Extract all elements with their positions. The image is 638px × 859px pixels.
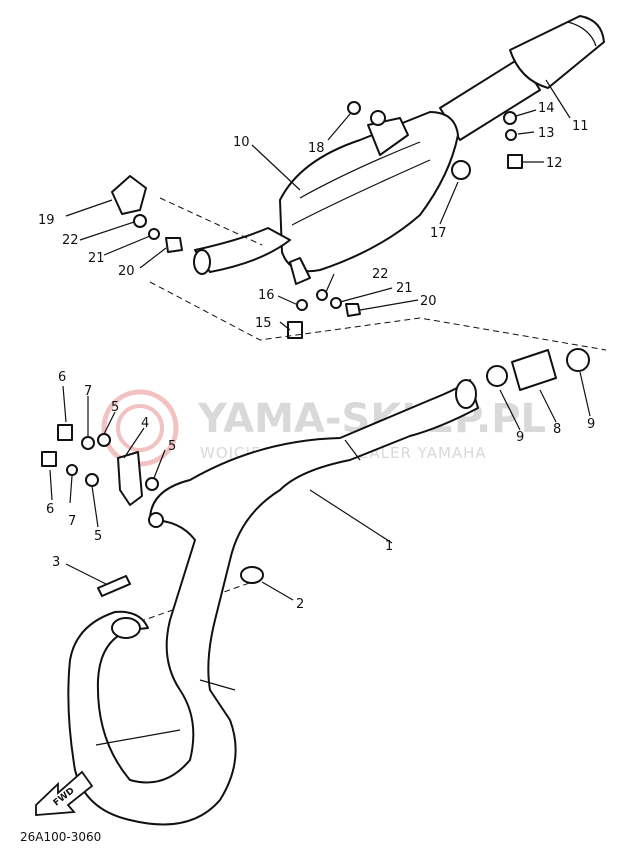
washer-21b-icon	[330, 297, 342, 309]
nut-18-icon	[347, 101, 361, 115]
callout-20a: 20	[118, 264, 135, 279]
damper-5b-icon	[85, 473, 99, 487]
bolt-6-icon	[57, 424, 73, 441]
callout-22a: 22	[62, 233, 79, 248]
callout-5c: 5	[94, 529, 102, 544]
callout-1: 1	[385, 539, 393, 554]
callout-19: 19	[38, 213, 55, 228]
callout-3: 3	[52, 555, 60, 570]
callout-4: 4	[141, 416, 149, 431]
washer-14-icon	[503, 111, 517, 125]
callout-20b: 20	[420, 294, 437, 309]
grommet-17-icon	[451, 160, 471, 180]
callout-13: 13	[538, 126, 555, 141]
gasket-2-icon	[240, 566, 264, 584]
leader-lines	[49, 79, 591, 601]
silencer-assembly	[193, 15, 605, 285]
bolt-15-icon	[287, 321, 303, 339]
callout-10: 10	[233, 135, 250, 150]
washer-13-icon	[505, 129, 517, 141]
callout-21b: 21	[396, 281, 413, 296]
pipe-hardware	[41, 348, 590, 597]
callout-15: 15	[255, 316, 272, 331]
callout-12: 12	[546, 156, 563, 171]
washer-22-icon	[133, 214, 147, 228]
callout-17: 17	[430, 226, 447, 241]
callout-14: 14	[538, 101, 555, 116]
diagram-code: 26A100-3060	[20, 830, 101, 844]
callout-7b: 7	[68, 514, 76, 529]
callout-5b: 5	[168, 439, 176, 454]
forward-direction-arrow: FWD	[35, 770, 94, 816]
callout-7a: 7	[84, 384, 92, 399]
washer-7-icon	[81, 436, 95, 450]
callout-9b: 9	[587, 417, 595, 432]
joint-8-icon	[511, 349, 557, 391]
bolt-6b-icon	[41, 451, 57, 467]
damper-5c-icon	[145, 477, 159, 491]
washer-22b-icon	[316, 289, 328, 301]
callout-labels: 1 2 3 4 5 5 5 6 6 7 7 8 9 9 10 11 12 13 …	[38, 101, 595, 612]
clamp-9b-icon	[566, 348, 590, 372]
callout-11: 11	[572, 119, 589, 134]
clamp-9a-icon	[486, 365, 508, 387]
callout-2: 2	[296, 597, 304, 612]
callout-9a: 9	[516, 430, 524, 445]
bolt-20b-icon	[345, 303, 361, 317]
exhaust-pipe-assembly	[67, 379, 479, 826]
washer-7b-icon	[66, 464, 78, 476]
callout-18: 18	[308, 141, 325, 156]
washer-16-icon	[296, 299, 308, 311]
spring-3-icon	[97, 575, 131, 597]
bolt-12-icon	[507, 154, 523, 169]
callout-22b: 22	[372, 267, 389, 282]
callout-5a: 5	[111, 400, 119, 415]
callout-6a: 6	[58, 370, 66, 385]
bracket-19-icon	[111, 175, 147, 215]
fwd-arrow-icon	[35, 770, 94, 816]
callout-8: 8	[553, 422, 561, 437]
damper-5-icon	[97, 433, 111, 447]
silencer-hardware	[111, 101, 523, 339]
callout-21a: 21	[88, 251, 105, 266]
callout-16: 16	[258, 288, 275, 303]
washer-21-icon	[148, 228, 160, 240]
callout-6b: 6	[46, 502, 54, 517]
bolt-20-icon	[165, 237, 183, 253]
